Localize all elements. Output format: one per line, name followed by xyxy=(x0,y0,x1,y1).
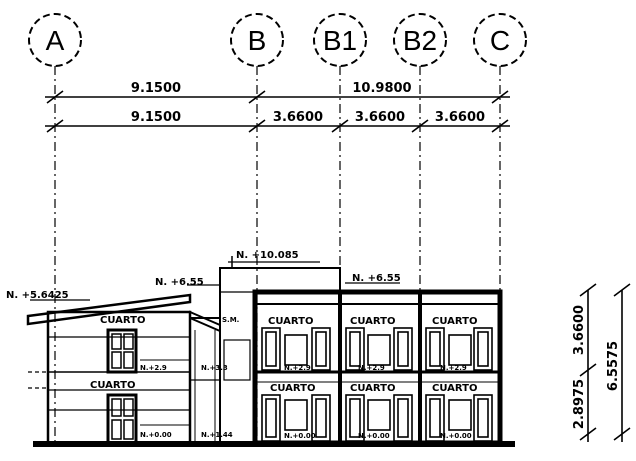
level-label-left-mid: N.+2.9 xyxy=(140,364,167,372)
axis-bubble-b1 xyxy=(313,13,367,67)
vertical-dimension-lines xyxy=(579,283,631,442)
room-label-left-lower: CUARTO xyxy=(90,380,135,391)
level-label-right-mid-3: N.+2.9 xyxy=(440,364,467,372)
axis-label-b: B xyxy=(248,25,267,56)
level-label-right-ground-3: N.+0.00 xyxy=(440,432,472,440)
room-label-r3-upper: CUARTO xyxy=(432,316,477,327)
dim-second-b2-c: 3.6600 xyxy=(435,110,485,125)
room-label-r1-upper: CUARTO xyxy=(268,316,313,327)
level-label-right-mid-2: N.+2.9 xyxy=(358,364,385,372)
dim-second-b1-b2: 3.6600 xyxy=(355,110,405,125)
axis-label-a: A xyxy=(46,25,65,56)
level-label-right-ground-2: N.+0.00 xyxy=(358,432,390,440)
axis-bubble-c xyxy=(473,13,527,67)
level-label-right-roof: N. +6.55 xyxy=(352,273,401,284)
room-label-r3-lower: CUARTO xyxy=(432,383,477,394)
dim-vertical-total: 6.5575 xyxy=(606,341,621,391)
right-windows-lower xyxy=(261,394,493,442)
axis-label-b1: B1 xyxy=(323,25,357,56)
stair-roof xyxy=(189,310,221,333)
dim-top-bc: 10.9800 xyxy=(352,81,411,96)
room-label-r1-lower: CUARTO xyxy=(270,383,315,394)
axis-label-b2: B2 xyxy=(403,25,437,56)
room-label-r2-upper: CUARTO xyxy=(350,316,395,327)
left-wing-wall xyxy=(46,310,192,445)
room-label-r2-lower: CUARTO xyxy=(350,383,395,394)
level-label-stair-mid: N.+3.3 xyxy=(201,364,228,372)
level-label-right-ground-1: N.+0.00 xyxy=(284,432,316,440)
axis-lines xyxy=(54,66,501,445)
stair-label: S.M. xyxy=(222,316,239,324)
axis-bubble-b2 xyxy=(393,13,447,67)
level-label-stair-ground: N.+1.44 xyxy=(201,431,233,439)
building xyxy=(26,256,503,446)
axis-label-c: C xyxy=(490,25,510,56)
level-label-left-roof: N. +5.6425 xyxy=(6,290,69,301)
dim-top-ab: 9.1500 xyxy=(131,81,181,96)
dim-vertical-lower: 2.8975 xyxy=(572,379,587,429)
left-window-upper xyxy=(106,328,138,374)
level-label-right-mid-1: N.+2.9 xyxy=(284,364,311,372)
level-label-left-ground: N.+0.00 xyxy=(140,431,172,439)
axis-bubbles xyxy=(28,13,527,67)
dim-second-b-b1: 3.6600 xyxy=(273,110,323,125)
right-windows-upper xyxy=(261,327,493,371)
dim-second-ab: 9.1500 xyxy=(131,110,181,125)
level-label-mid-roof: N. +6.55 xyxy=(155,277,204,288)
room-label-left-upper: CUARTO xyxy=(100,315,145,326)
axis-bubble-b xyxy=(230,13,284,67)
dimension-lines xyxy=(45,90,510,133)
axis-bubble-a xyxy=(28,13,82,67)
level-label-top: N. +10.085 xyxy=(236,250,299,261)
dim-vertical-upper: 3.6600 xyxy=(572,305,587,355)
left-roof xyxy=(26,293,192,326)
